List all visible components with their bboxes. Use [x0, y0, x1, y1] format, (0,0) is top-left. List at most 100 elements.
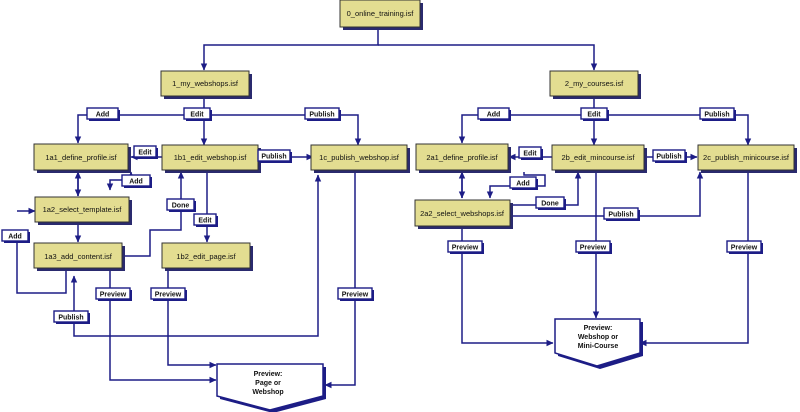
edge-label-done-left-text: Done — [172, 203, 190, 210]
edge-label-edit-profile-1-text: Edit — [138, 150, 152, 157]
edge-label-add-webshops-select: Add — [509, 176, 538, 190]
edge-label-preview-edit-mincourse-text: Preview — [580, 245, 607, 252]
node-publish-webshop-label: 1c_publish_webshop.isf — [319, 153, 400, 162]
edge-label-done-left: Done — [166, 198, 196, 212]
edge-label-publish-edit-webshop-text: Publish — [261, 154, 286, 161]
connector-add-content-preview — [109, 270, 217, 384]
node-publish-webshop[interactable]: 1c_publish_webshop.isf — [310, 144, 410, 173]
preview-left-line-2: Page or — [255, 380, 281, 387]
edge-label-add-loop-text: Add — [8, 234, 22, 241]
node-add-content[interactable]: 1a3_add_content.isf — [33, 242, 125, 271]
node-select-template-label: 1a2_select_template.isf — [43, 205, 123, 214]
edge-label-edit-profile-2-text: Edit — [523, 151, 537, 158]
connector-publish-preview — [324, 172, 356, 389]
node-courses-label: 2_my_courses.isf — [565, 79, 624, 88]
edge-label-preview-select-webshops-text: Preview — [452, 245, 479, 252]
node-edit-mincourse-label: 2b_edit_mincourse.isf — [562, 153, 636, 162]
preview-right-line-2: Webshop or — [578, 334, 619, 341]
node-add-content-label: 1a3_add_content.isf — [44, 252, 112, 261]
connector-select-webshops-publish — [512, 171, 704, 217]
edge-label-edit-webshops-text: Edit — [190, 112, 204, 119]
edge-label-preview-add-content: Preview — [95, 287, 132, 301]
edge-label-edit-profile-2: Edit — [518, 146, 543, 160]
connector-root-webshops — [200, 29, 379, 71]
connector-publish-lower-to-publish — [73, 174, 322, 337]
edge-label-publish-edit-mincourse: Publish — [652, 149, 687, 163]
node-webshops[interactable]: 1_my_webshops.isf — [160, 70, 252, 99]
edge-label-edit-webshops: Edit — [183, 107, 212, 121]
node-define-profile-1-label: 1a1_define_profile.isf — [45, 153, 117, 162]
connector-select-webshops-preview — [461, 228, 554, 347]
node-root[interactable]: 0_online_training.isf — [339, 0, 423, 30]
node-publish-minicourse[interactable]: 2c_publish_minicourse.isf — [697, 144, 797, 173]
edge-label-publish-select-webshops-text: Publish — [608, 212, 633, 219]
connector-courses-publish — [594, 114, 752, 146]
node-select-webshops-label: 2a2_select_webshops.isf — [420, 209, 505, 218]
preview-right-line-3: Mini-Course — [578, 343, 619, 350]
node-edit-webshop-label: 1b1_edit_webshop.isf — [174, 153, 247, 162]
node-edit-webshop[interactable]: 1b1_edit_webshop.isf — [161, 144, 261, 173]
edge-label-edit-courses: Edit — [580, 107, 609, 121]
edge-label-publish-courses: Publish — [699, 107, 736, 121]
preview-left-line-1: Preview: — [254, 371, 283, 378]
edge-label-add-courses-text: Add — [487, 112, 501, 119]
edge-label-preview-edit-mincourse: Preview — [575, 240, 612, 254]
preview-terminal-left: Preview: Page or Webshop — [216, 363, 326, 412]
edge-label-publish-courses-text: Publish — [704, 112, 729, 119]
node-edit-page[interactable]: 1b2_edit_page.isf — [161, 242, 253, 271]
node-select-webshops[interactable]: 2a2_select_webshops.isf — [414, 199, 513, 229]
edge-label-publish-webshops: Publish — [304, 107, 341, 121]
edge-label-preview-publish-webshop: Preview — [337, 287, 374, 301]
node-edit-mincourse[interactable]: 2b_edit_mincourse.isf — [551, 144, 647, 173]
edge-label-edit-page-text: Edit — [198, 218, 212, 225]
edge-label-edit-profile-1: Edit — [133, 145, 158, 159]
preview-terminal-right: Preview: Webshop or Mini-Course — [554, 318, 643, 369]
edge-label-preview-publish-minicourse-text: Preview — [731, 245, 758, 252]
edge-label-publish-webshops-text: Publish — [309, 112, 334, 119]
connector-edit-page-preview — [167, 270, 217, 369]
edge-label-done-right: Done — [535, 196, 566, 210]
edge-label-publish-edit-webshop: Publish — [257, 149, 292, 163]
preview-right-line-1: Preview: — [584, 325, 613, 332]
edge-label-edit-courses-text: Edit — [587, 112, 601, 119]
edge-label-publish-edit-mincourse-text: Publish — [656, 154, 681, 161]
node-edit-page-label: 1b2_edit_page.isf — [176, 252, 236, 261]
node-webshops-label: 1_my_webshops.isf — [172, 79, 239, 88]
edge-label-add-webshops-select-text: Add — [516, 181, 530, 188]
connector-webshops-publish — [204, 114, 362, 146]
node-define-profile-2-label: 2a1_define_profile.isf — [426, 153, 498, 162]
edge-label-add-template-text: Add — [129, 179, 143, 186]
connector-add-content-loop — [16, 236, 67, 294]
node-publish-minicourse-label: 2c_publish_minicourse.isf — [703, 153, 790, 162]
edge-label-publish-lower: Publish — [53, 310, 90, 324]
node-define-profile-2[interactable]: 2a1_define_profile.isf — [415, 143, 511, 173]
edge-label-add-webshops-text: Add — [96, 112, 110, 119]
node-define-profile-1[interactable]: 1a1_define_profile.isf — [33, 143, 131, 173]
connector-courses-define-profile — [458, 98, 595, 144]
preview-left-line-3: Webshop — [252, 389, 283, 396]
node-courses[interactable]: 2_my_courses.isf — [549, 70, 641, 99]
connector-select-webshops-done — [512, 171, 582, 206]
connector-root-courses — [378, 44, 598, 71]
edge-label-preview-edit-page-text: Preview — [155, 292, 182, 299]
edge-label-publish-lower-text: Publish — [58, 315, 83, 322]
edge-label-preview-select-webshops: Preview — [447, 240, 484, 254]
edge-label-edit-page: Edit — [193, 213, 218, 227]
edge-label-preview-edit-page: Preview — [150, 287, 187, 301]
edge-label-preview-add-content-text: Preview — [100, 292, 127, 299]
edge-label-add-template: Add — [121, 174, 152, 188]
connector-add2-select-webshops — [486, 174, 546, 199]
edge-label-done-right-text: Done — [541, 201, 559, 208]
edge-label-add-courses: Add — [477, 107, 511, 121]
edge-label-preview-publish-webshop-text: Preview — [342, 292, 369, 299]
connector-webshops-define-profile — [74, 98, 205, 144]
connector-add2-up — [523, 172, 538, 176]
node-root-label: 0_online_training.isf — [347, 9, 415, 18]
edge-label-add-loop: Add — [1, 229, 30, 243]
connector-publish-minicourse-preview — [639, 172, 749, 347]
edge-label-preview-publish-minicourse: Preview — [726, 240, 763, 254]
node-select-template[interactable]: 1a2_select_template.isf — [34, 196, 132, 225]
edge-label-publish-select-webshops: Publish — [603, 207, 640, 221]
edge-label-add-webshops: Add — [86, 107, 120, 121]
